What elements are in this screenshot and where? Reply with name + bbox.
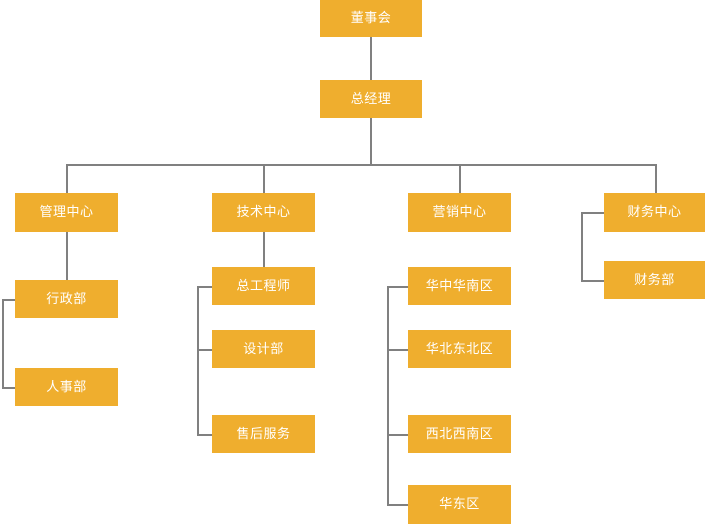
org-node-sales[interactable]: 营销中心: [408, 193, 511, 232]
org-node-admin[interactable]: 行政部: [15, 280, 118, 318]
connector-gm-drop: [370, 118, 372, 164]
connector-fin-spine: [581, 212, 583, 280]
connector-tech-to-chief: [197, 286, 212, 288]
org-node-tech[interactable]: 技术中心: [212, 193, 315, 232]
org-node-gm[interactable]: 总经理: [320, 80, 422, 118]
connector-bus-to-mgmt: [66, 164, 68, 193]
org-node-fin-dept[interactable]: 财务部: [604, 261, 705, 299]
connector-tech-drop: [263, 232, 265, 267]
connector-tech-spine: [197, 286, 199, 434]
connector-fin-to-dept: [581, 280, 604, 282]
org-node-hr[interactable]: 人事部: [15, 368, 118, 406]
org-node-region-cs[interactable]: 华中华南区: [408, 267, 511, 305]
connector-tech-to-after: [197, 434, 212, 436]
org-node-region-east[interactable]: 华东区: [408, 485, 511, 524]
connector-sales-to-nwsw: [387, 434, 408, 436]
connector-mgmt-spine: [2, 299, 4, 387]
connector-fin-to-center: [581, 212, 604, 214]
org-node-design[interactable]: 设计部: [212, 330, 315, 368]
connector-tech-to-design: [197, 349, 212, 351]
connector-board-to-gm: [370, 37, 372, 80]
connector-bus-to-tech: [263, 164, 265, 193]
connector-sales-to-nne: [387, 349, 408, 351]
connector-sales-spine: [387, 286, 389, 504]
org-node-region-nne[interactable]: 华北东北区: [408, 330, 511, 368]
connector-sales-to-east: [387, 504, 408, 506]
connector-mgmt-drop: [66, 232, 68, 280]
connector-level2-bus: [66, 164, 656, 166]
connector-mgmt-to-admin: [2, 299, 15, 301]
org-node-chief-eng[interactable]: 总工程师: [212, 267, 315, 305]
org-node-finance[interactable]: 财务中心: [604, 193, 705, 232]
org-node-mgmt[interactable]: 管理中心: [15, 193, 118, 232]
org-node-aftersales[interactable]: 售后服务: [212, 415, 315, 453]
connector-mgmt-to-hr: [2, 387, 15, 389]
connector-bus-to-finance: [655, 164, 657, 193]
org-node-region-nwsw[interactable]: 西北西南区: [408, 415, 511, 453]
connector-sales-to-cs: [387, 286, 408, 288]
org-node-board[interactable]: 董事会: [320, 0, 422, 37]
connector-bus-to-sales: [459, 164, 461, 193]
